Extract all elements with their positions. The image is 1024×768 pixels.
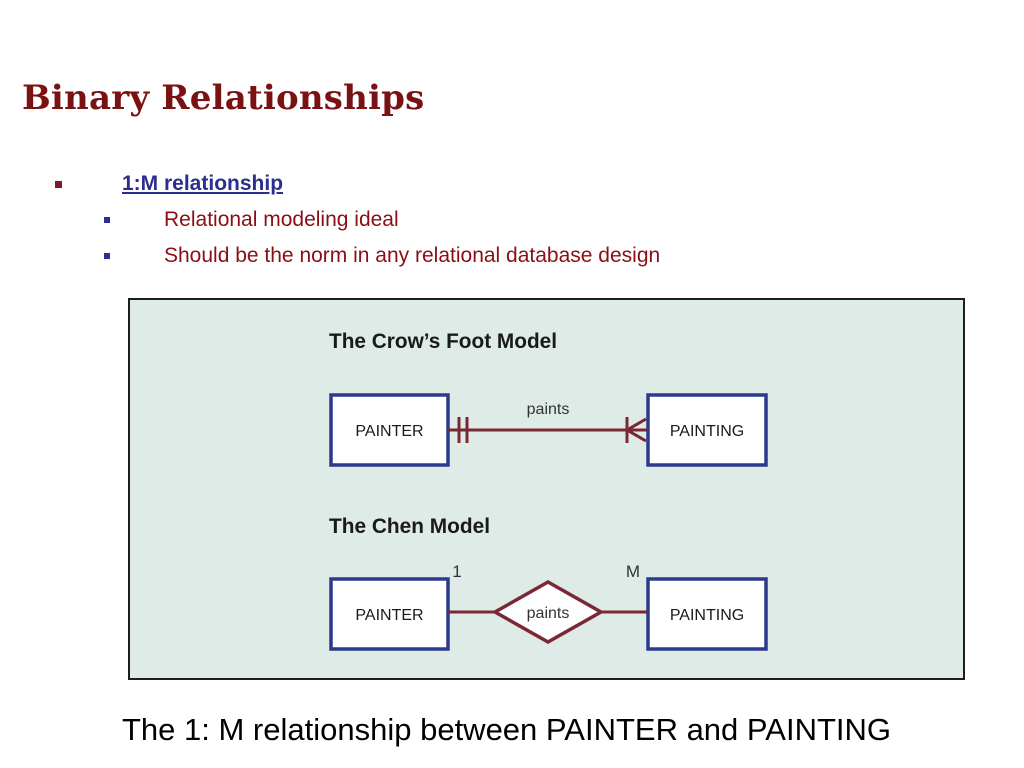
chen-heading: The Chen Model: [329, 515, 490, 538]
chen-painter-entity-label: PAINTER: [355, 607, 423, 624]
chen-painting-entity-box: [646, 577, 768, 651]
chen-relationship-label: paints: [527, 605, 570, 622]
bullet-item-1m: 1:M relationship: [55, 172, 283, 196]
sub-bullet-marker: [104, 217, 110, 223]
bullet-marker: [55, 180, 62, 188]
figure-caption: The 1: M relationship between PAINTER an…: [122, 712, 892, 747]
sub-bullet-item: Should be the norm in any relational dat…: [104, 244, 660, 268]
painting-entity-box: [646, 393, 768, 467]
er-diagram-svg: The Crow’s Foot Model PAINTER PAINTING p…: [329, 330, 768, 651]
chen-left-cardinality: 1: [452, 562, 461, 581]
one-to-many-link[interactable]: 1:M relationship: [122, 172, 284, 195]
crows-foot-relationship-label: paints: [527, 401, 570, 418]
chen-relationship-diamond: [491, 579, 605, 645]
sub-bullet-text: Relational modeling ideal: [164, 208, 399, 231]
chen-right-cardinality: M: [626, 562, 640, 581]
painting-entity-label: PAINTING: [670, 423, 744, 440]
slide-title: Binary Relationships: [22, 78, 425, 118]
crows-foot-heading: The Crow’s Foot Model: [329, 330, 557, 353]
crows-foot-prong-top: [626, 417, 647, 432]
painter-entity-box: [329, 393, 450, 467]
sub-bullet-item: Relational modeling ideal: [104, 208, 399, 232]
painter-entity-label: PAINTER: [355, 423, 423, 440]
crows-foot-prong-bottom: [626, 428, 647, 443]
er-diagram-figure: The Crow’s Foot Model PAINTER PAINTING p…: [128, 298, 965, 680]
chen-painter-entity-box: [329, 577, 450, 651]
sub-bullet-marker: [104, 253, 110, 259]
chen-painting-entity-label: PAINTING: [670, 607, 744, 624]
sub-bullet-text: Should be the norm in any relational dat…: [164, 244, 661, 267]
